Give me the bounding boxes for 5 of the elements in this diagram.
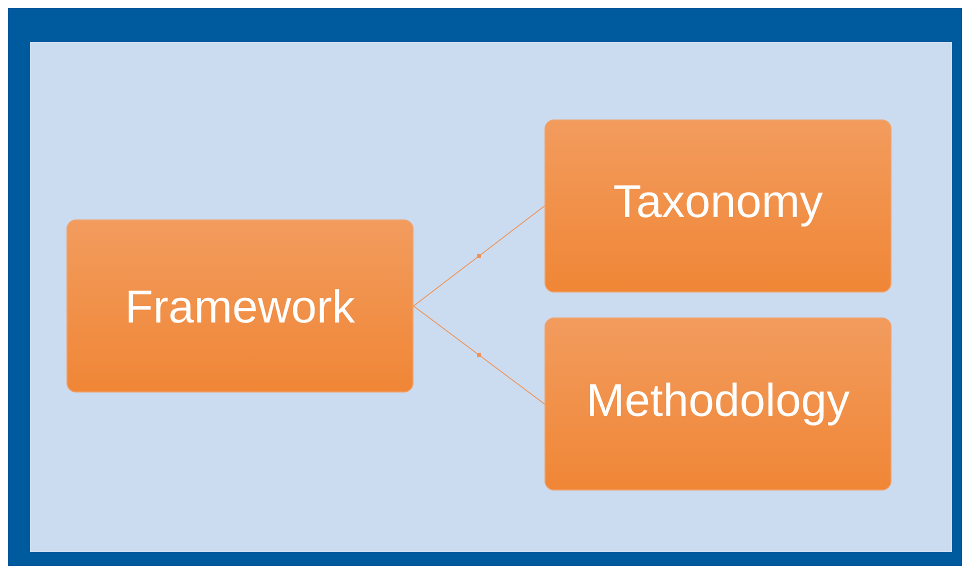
process-box: Framework	[66, 220, 414, 392]
process-box: Methodology	[544, 318, 892, 490]
connector-line	[413, 306, 545, 404]
process-box: Taxonomy	[544, 120, 892, 292]
connector-line	[413, 206, 545, 306]
